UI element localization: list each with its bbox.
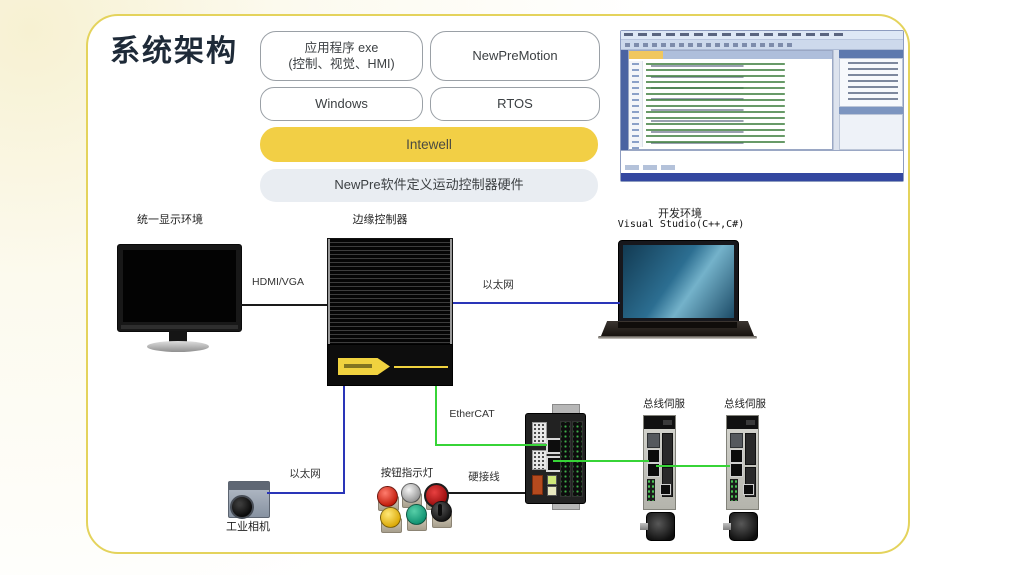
edge-controller-device	[327, 238, 453, 386]
vs-toolbar	[621, 40, 903, 50]
line-ethernet-camera-horizontal	[267, 492, 345, 494]
controller-heatsink-fins	[327, 238, 453, 348]
vs-menubar	[621, 31, 903, 40]
pilot-button-yellow	[380, 507, 401, 528]
controller-logo-tag	[338, 358, 390, 375]
label-servo1: 总线伺服	[643, 398, 685, 410]
servo-drive-2	[726, 415, 759, 510]
line-hdmi-vga	[240, 304, 327, 306]
label-dev-env-tool: Visual Studio(C++,C#)	[617, 219, 745, 230]
servo-drive-1	[643, 415, 676, 510]
vs-active-tab	[629, 51, 663, 59]
box-application-line2: (控制、视觉、HMI)	[288, 57, 395, 71]
pilot-button-green	[406, 504, 427, 525]
vs-code-area	[629, 59, 832, 149]
label-hdmi-vga: HDMI/VGA	[252, 276, 304, 288]
servo2-ethercat-in	[730, 449, 743, 463]
vs-status-bar	[621, 173, 903, 181]
line-ethernet-laptop	[453, 302, 620, 304]
servo1-ethercat-in	[647, 449, 660, 463]
visual-studio-screenshot	[620, 30, 904, 182]
laptop-front-edge	[598, 336, 757, 339]
vs-line-numbers	[629, 61, 643, 149]
io-pin-header-1	[532, 422, 547, 444]
line-ethernet-camera-vertical	[343, 386, 345, 494]
servo2-ethercat-out	[730, 463, 743, 477]
vs-scrollbar	[833, 50, 839, 150]
box-rtos: RTOS	[430, 87, 600, 121]
line-io-to-servo1	[553, 460, 649, 462]
io-terminal-block-1	[560, 421, 571, 497]
vs-properties-panel	[839, 114, 903, 150]
camera-top-cap	[229, 482, 269, 490]
vs-docked-panel	[621, 50, 628, 150]
label-hardwire: 硬接线	[468, 471, 500, 483]
laptop-display	[618, 240, 739, 323]
line-ethercat-horizontal	[435, 444, 547, 446]
servo1-dsub-connector	[647, 433, 660, 448]
selector-knob	[438, 504, 442, 516]
laptop-screen	[623, 245, 734, 318]
industrial-camera	[228, 481, 270, 519]
vs-solution-tree	[839, 58, 903, 107]
label-camera: 工业相机	[226, 521, 270, 533]
label-dev-env: 开发环境	[658, 208, 702, 220]
label-ethernet-laptop: 以太网	[482, 279, 514, 291]
servo-motor-2	[723, 512, 758, 541]
monitor-screen	[123, 250, 236, 322]
line-ethercat-vertical	[435, 386, 437, 446]
controller-yellow-stripe	[394, 366, 448, 368]
monitor-stand-neck	[169, 331, 187, 343]
vs-solution-explorer-header	[839, 50, 903, 58]
label-servo2: 总线伺服	[724, 398, 766, 410]
io-led-green	[547, 475, 557, 485]
io-module	[525, 413, 586, 504]
vs-solution-explorer	[839, 50, 903, 150]
vs-output-panel	[621, 150, 903, 173]
vs-code-editor	[628, 50, 833, 150]
label-edge-controller: 边缘控制器	[352, 214, 408, 226]
io-pin-header-2	[532, 450, 547, 470]
label-ethernet-camera: 以太网	[289, 468, 321, 480]
page-title: 系统架构	[110, 35, 238, 68]
servo2-dsub-connector	[730, 433, 743, 448]
box-intewell: Intewell	[260, 127, 598, 162]
vs-properties-header	[839, 107, 903, 114]
monitor-stand-base	[147, 341, 209, 352]
line-hardwire	[447, 492, 527, 494]
io-led-white	[547, 486, 557, 496]
button-indicator-cluster	[374, 480, 466, 538]
box-application: 应用程序 exe (控制、视觉、HMI)	[260, 31, 423, 81]
servo-motor-1	[640, 512, 675, 541]
label-buttons: 按钮指示灯	[380, 467, 434, 479]
box-newpremotion: NewPreMotion	[430, 31, 600, 81]
box-newpre-hardware: NewPre软件定义运动控制器硬件	[260, 169, 598, 202]
box-application-line1: 应用程序 exe	[304, 40, 379, 55]
io-relay-orange	[532, 475, 543, 495]
controller-front-panel	[327, 344, 453, 386]
laptop-keyboard	[618, 322, 737, 328]
pilot-button-silver	[401, 483, 421, 503]
vs-code-lines	[646, 63, 824, 145]
pilot-button-red	[377, 486, 398, 507]
box-windows: Windows	[260, 87, 423, 121]
io-terminal-block-2	[572, 421, 583, 497]
label-ethercat: EtherCAT	[449, 408, 495, 420]
camera-lens	[230, 495, 254, 519]
vs-main-area	[621, 50, 903, 150]
label-display-env: 统一显示环境	[137, 214, 203, 226]
monitor-display	[117, 244, 242, 332]
vs-document-tabs	[629, 51, 832, 59]
line-servo1-to-servo2	[656, 465, 730, 467]
